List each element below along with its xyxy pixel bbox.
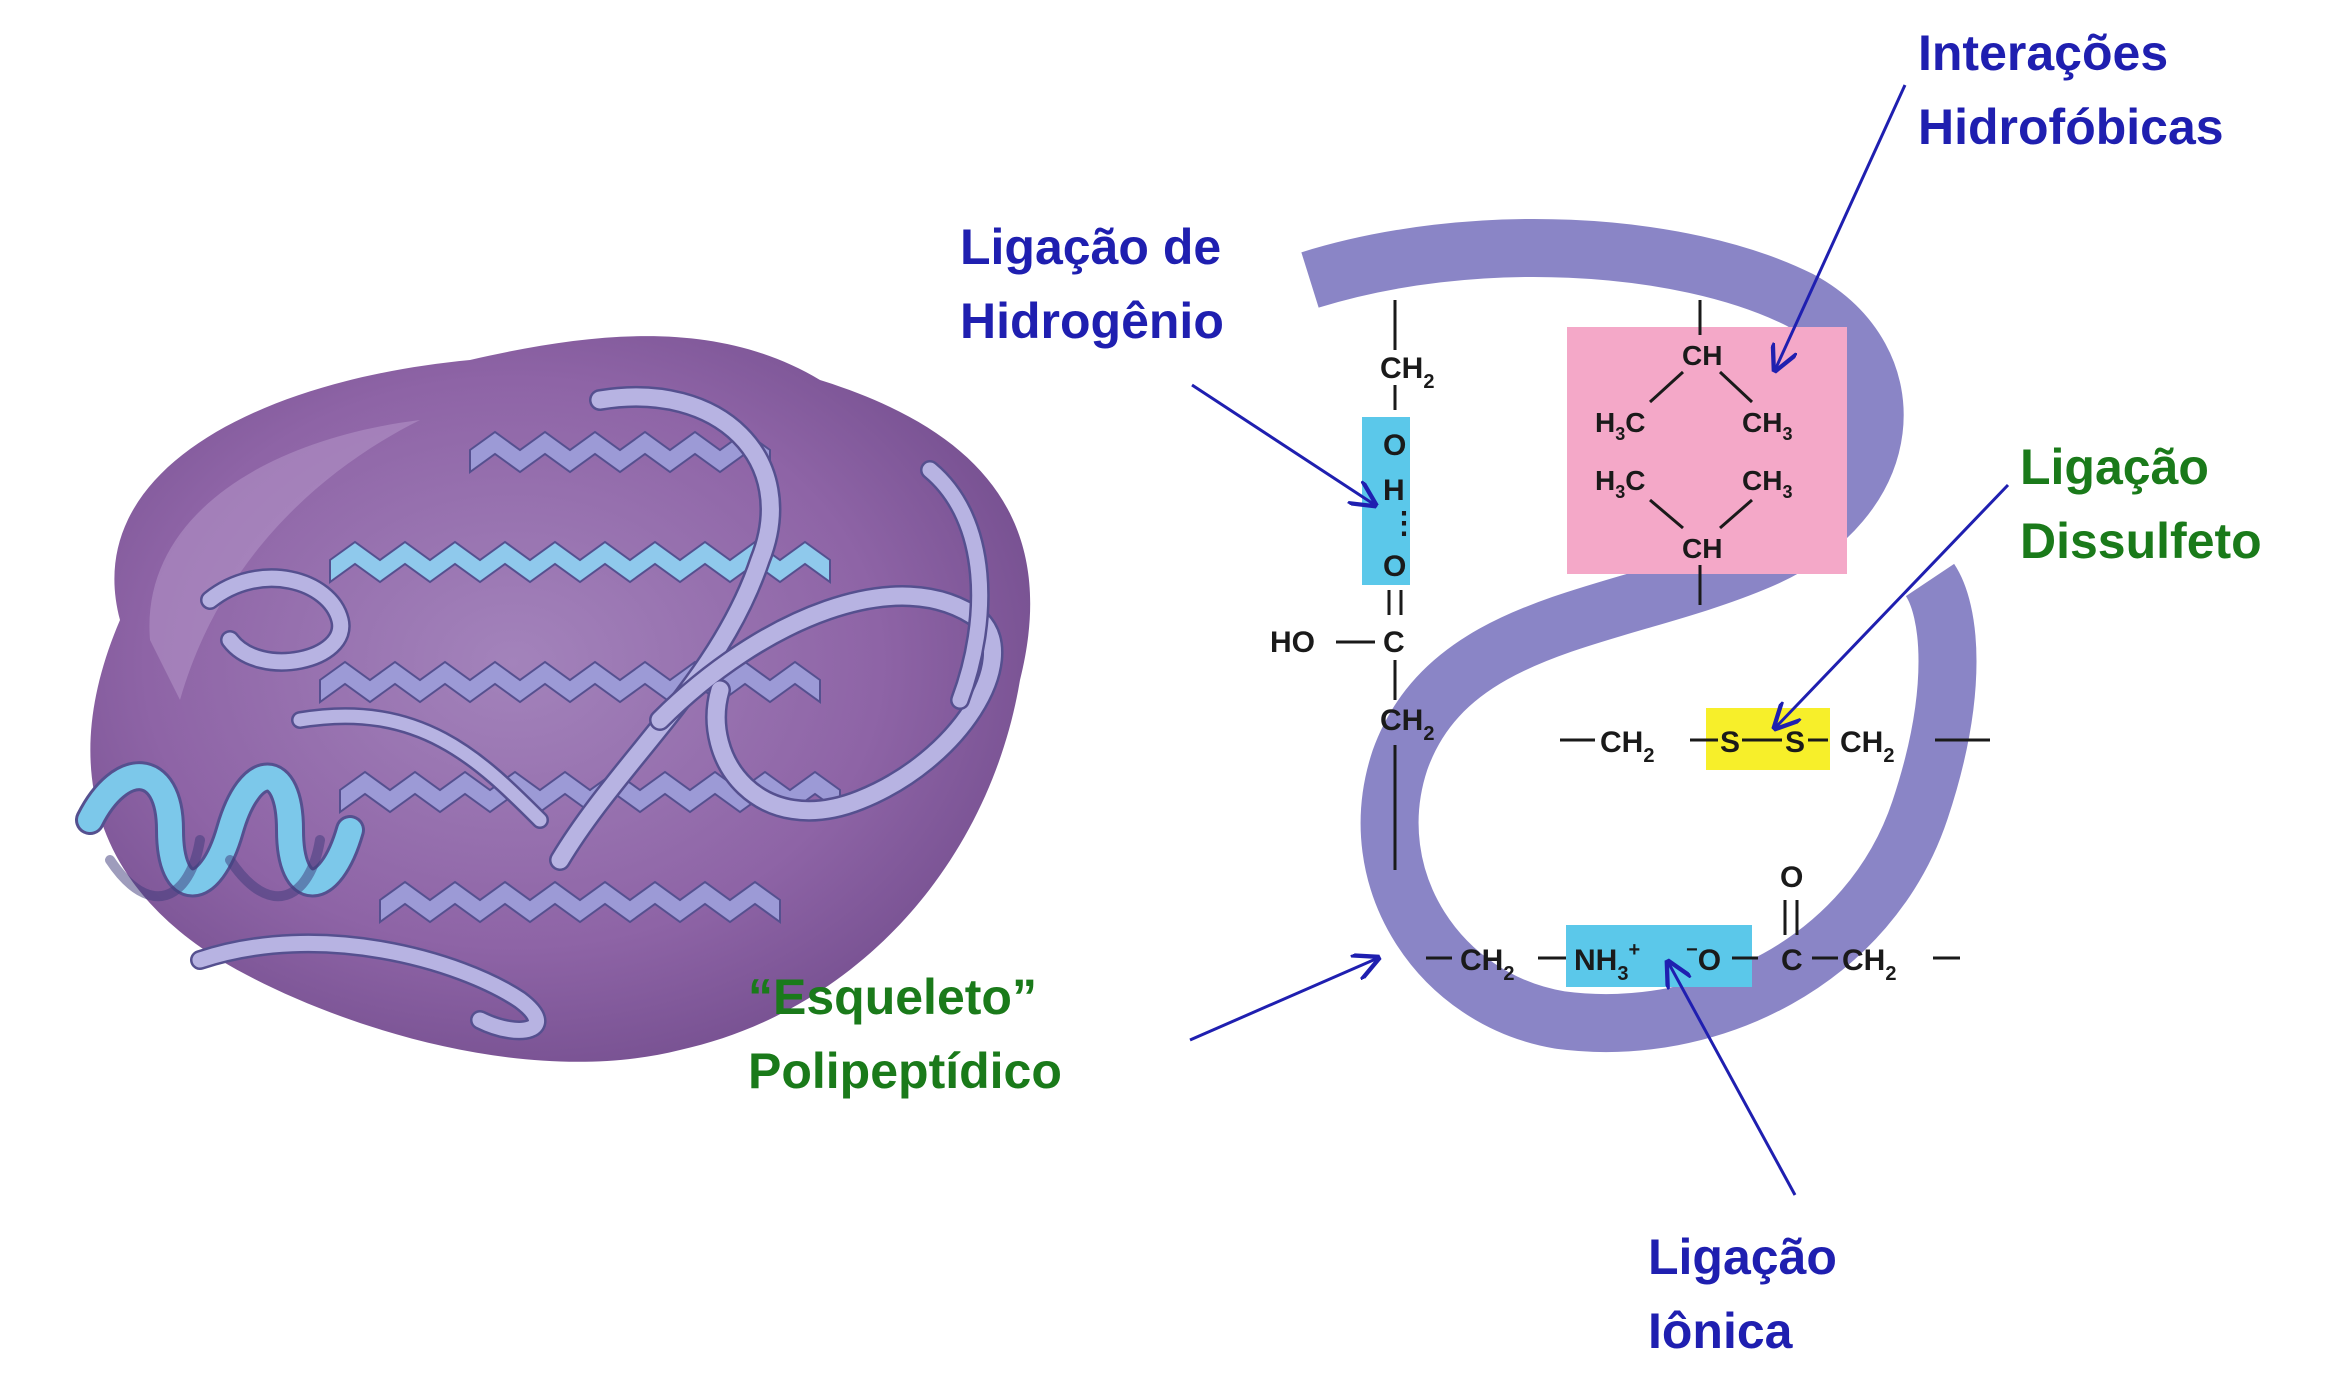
- svg-text:H3C: H3C: [1595, 465, 1645, 502]
- label-disulfide-bond: Ligação Dissulfeto: [2020, 430, 2262, 578]
- label-polypeptide-backbone: “Esqueleto” Polipeptídico: [748, 960, 1062, 1108]
- svg-text:CH2: CH2: [1840, 726, 1894, 767]
- arrow-hydrogen: [1191, 383, 1375, 505]
- svg-text:⋮: ⋮: [1389, 507, 1419, 540]
- label-disulfide-line1: Ligação: [2020, 439, 2209, 495]
- label-hydrogen-line1: Ligação de: [960, 219, 1222, 275]
- globular-protein-illustration: [75, 336, 1031, 1062]
- svg-text:CH: CH: [1682, 533, 1722, 564]
- chemical-bonds: [1336, 300, 1990, 960]
- svg-text:H: H: [1383, 474, 1405, 507]
- label-ionic-bond: Ligação Iônica: [1648, 1220, 1837, 1368]
- label-hydrogen-line2: Hidrogênio: [960, 293, 1224, 349]
- label-ionic-line1: Ligação: [1648, 1229, 1837, 1285]
- svg-text:CH2: CH2: [1380, 352, 1434, 393]
- arrow-disulfide: [1775, 483, 2010, 728]
- pointer-arrows: [1189, 84, 2010, 1196]
- svg-text:NH3+: NH3+: [1574, 939, 1640, 985]
- svg-text:CH2: CH2: [1842, 944, 1896, 985]
- label-disulfide-line2: Dissulfeto: [2020, 513, 2262, 569]
- ionic-box: [1566, 925, 1752, 987]
- svg-text:S: S: [1720, 726, 1740, 759]
- label-backbone-line2: Polipeptídico: [748, 1043, 1062, 1099]
- label-hydrophobic-line1: Interações: [1918, 25, 2169, 81]
- svg-text:CH: CH: [1682, 340, 1722, 371]
- label-hydrophobic-line2: Hidrofóbicas: [1918, 99, 2224, 155]
- svg-text:C: C: [1781, 944, 1803, 977]
- svg-text:S: S: [1785, 726, 1805, 759]
- svg-text:H3C: H3C: [1595, 407, 1645, 444]
- svg-text:CH2: CH2: [1600, 726, 1654, 767]
- svg-text:O: O: [1383, 429, 1406, 462]
- svg-text:CH3: CH3: [1742, 407, 1792, 444]
- arrow-hydrophobic: [1775, 84, 1907, 370]
- hydrophobic-box: [1567, 327, 1847, 574]
- svg-text:C: C: [1383, 626, 1405, 659]
- polypeptide-backbone: [1301, 218, 1977, 1052]
- coil-ribbons: [190, 385, 1004, 1041]
- arrow-ionic: [1668, 962, 1797, 1196]
- svg-text:CH3: CH3: [1742, 465, 1792, 502]
- label-ionic-line2: Iônica: [1648, 1303, 1793, 1359]
- svg-text:O: O: [1780, 861, 1803, 894]
- svg-text:CH2: CH2: [1380, 704, 1434, 745]
- svg-text:−O: −O: [1686, 939, 1721, 977]
- chemical-labels: CH2 O H ⋮ O HO C CH2 CH H3C CH3 H3C CH3 …: [1270, 340, 1896, 985]
- svg-text:CH2: CH2: [1460, 944, 1514, 985]
- arrow-backbone: [1189, 958, 1378, 1042]
- alpha-helix: [75, 761, 365, 902]
- svg-text:HO: HO: [1270, 626, 1315, 659]
- label-hydrogen-bond: Ligação de Hidrogênio: [960, 210, 1224, 358]
- label-hydrophobic-interactions: Interações Hidrofóbicas: [1918, 16, 2224, 164]
- label-backbone-line1: “Esqueleto”: [748, 969, 1037, 1025]
- svg-text:O: O: [1383, 550, 1406, 583]
